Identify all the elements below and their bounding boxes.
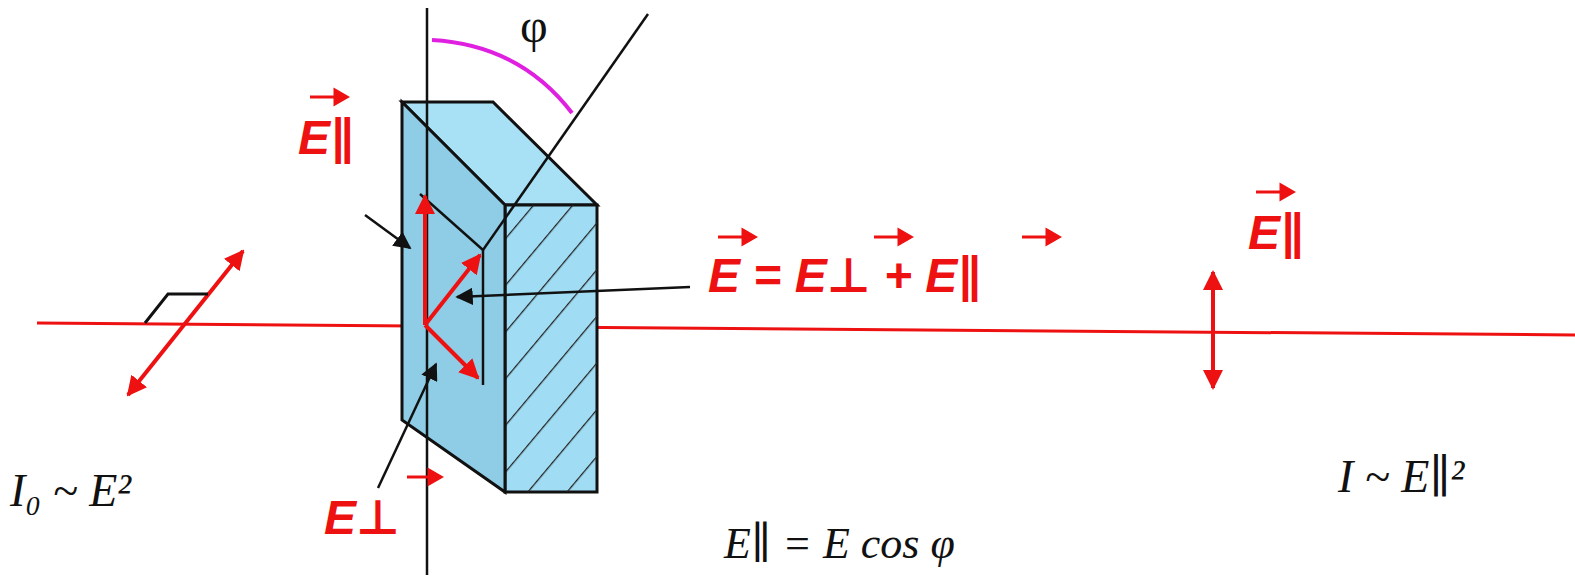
intensity-formula: I₀ ~ E² xyxy=(8,466,133,517)
projection-line xyxy=(420,194,483,250)
transmitted-polarization xyxy=(1211,272,1215,388)
leader-line xyxy=(457,287,690,297)
vector-marks xyxy=(310,90,1293,484)
e-vector xyxy=(425,255,480,325)
leader-line xyxy=(365,215,410,248)
field-equation: E = E⊥ + E∥ xyxy=(706,250,983,303)
polarization-arrow xyxy=(128,251,243,395)
angle-symbol: φ xyxy=(518,0,550,53)
intensity-formula: I ~ E∥² xyxy=(1336,452,1466,503)
angle-arc xyxy=(432,40,572,113)
leader-line xyxy=(378,364,436,488)
field-label: E∥ xyxy=(296,112,356,165)
transmission-axis xyxy=(483,14,648,250)
field-label: E∥ xyxy=(1246,207,1306,260)
right-angle-mark xyxy=(145,294,208,323)
light-beam xyxy=(37,323,1575,335)
polarizer-front xyxy=(402,102,505,492)
projection-line xyxy=(482,250,485,385)
field-label: E⊥ xyxy=(322,492,402,545)
e-parallel-vector xyxy=(423,196,427,325)
malus-formula: E∥ = E cos φ xyxy=(722,520,957,568)
polarizer-hatching xyxy=(505,205,597,492)
vertical-axis xyxy=(426,8,429,575)
polarizer-side xyxy=(505,205,597,492)
